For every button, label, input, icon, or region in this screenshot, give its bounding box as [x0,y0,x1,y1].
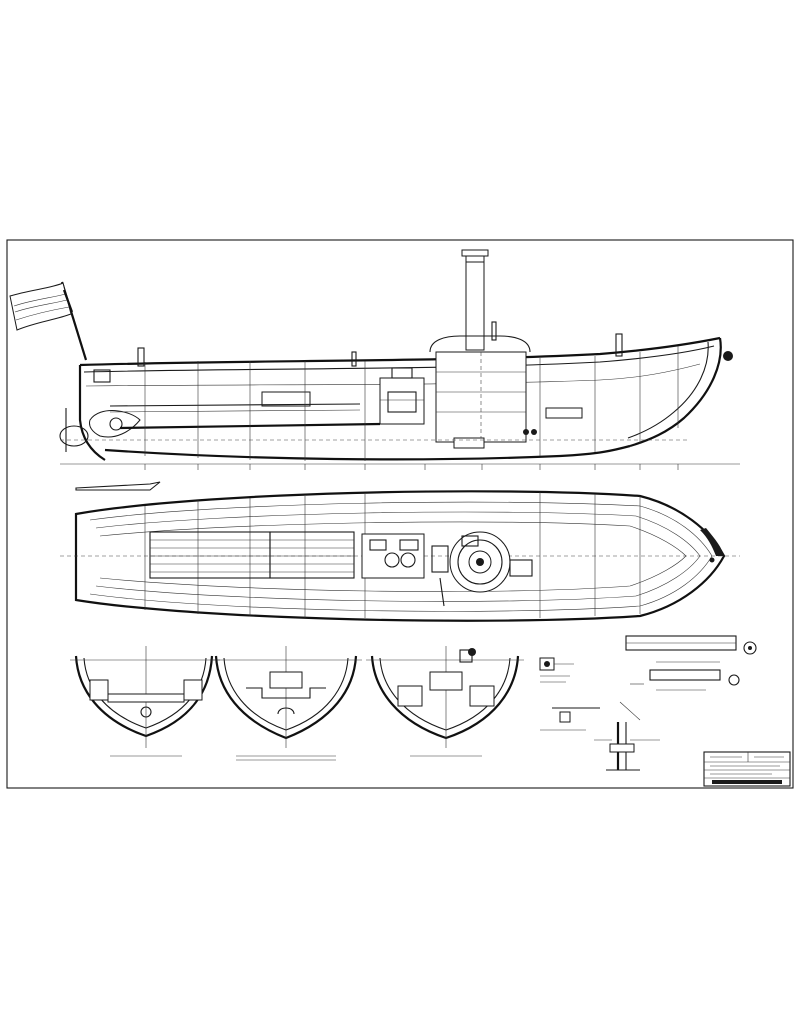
cross-section-3 [366,646,524,757]
cross-section-1 [70,646,220,757]
hull-stem [629,337,722,448]
propeller [59,408,141,452]
flag [9,281,88,361]
engine-plan [361,533,449,607]
detail-stanchion [594,722,660,771]
stem-head [700,528,724,556]
boiler-plan [449,531,533,593]
funnel [461,249,497,351]
steam-engine [379,367,425,425]
hull-stern [78,365,106,461]
detail-rudder-fitting [539,657,574,683]
sheet-border [6,239,794,789]
title-block [703,751,791,787]
stern-tube-detail [75,481,161,491]
detail-tiller [540,701,641,731]
boiler [429,335,531,449]
cross-section-2 [210,646,362,761]
profile-view [9,249,740,491]
hull-sheer-line [79,336,721,367]
detail-shaft-bearing [625,635,757,691]
hull-keel-line [104,444,631,461]
deck-plan [60,490,740,622]
hull-inner-stem [627,341,709,439]
deck-outline [74,490,726,622]
frame-stations [144,346,679,461]
